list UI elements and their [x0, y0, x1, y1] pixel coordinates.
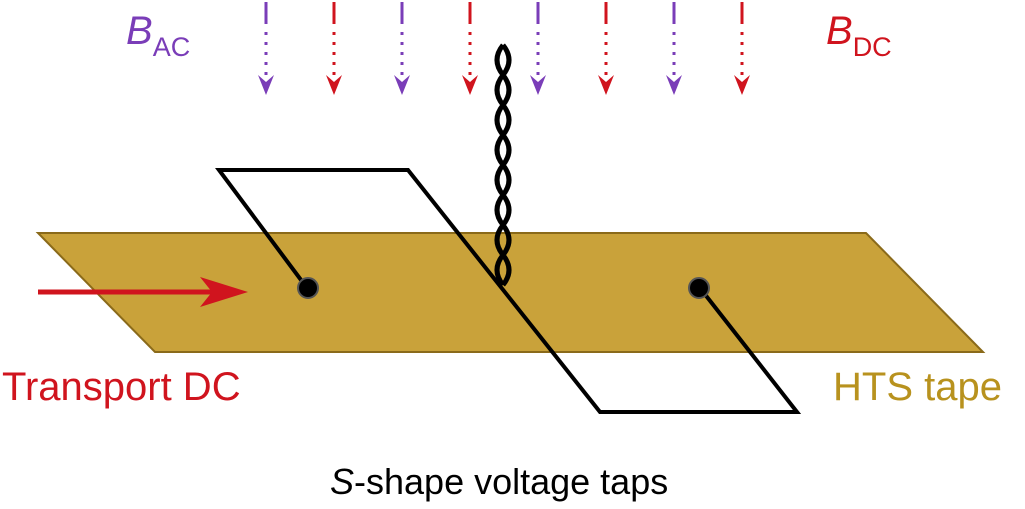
ac-field-arrow — [666, 2, 682, 95]
b-ac-subscript: AC — [153, 32, 191, 62]
dc-field-arrow — [326, 2, 342, 95]
ac-field-arrow — [394, 2, 410, 95]
caption: S-shape voltage taps — [330, 461, 668, 502]
hts-tape-label: HTS tape — [833, 365, 1002, 409]
b-ac-symbol: B — [126, 9, 153, 53]
ac-field-arrow — [530, 2, 546, 95]
caption-rest: -shape voltage taps — [354, 461, 668, 502]
right-contact-point — [688, 277, 710, 299]
dc-field-arrow — [462, 2, 478, 95]
caption-italic: S — [330, 461, 354, 502]
voltage-tap-wire — [215, 168, 802, 414]
b-dc-subscript: DC — [853, 32, 892, 62]
b-dc-symbol: B — [826, 9, 853, 53]
left-contact-point — [297, 277, 319, 299]
twisted-lead — [494, 43, 512, 287]
transport-dc-label: Transport DC — [2, 365, 241, 409]
transport-current-arrow — [38, 277, 248, 307]
ac-field-arrow — [258, 2, 274, 95]
b-dc-label: BDC — [826, 9, 892, 62]
hts-tape — [35, 232, 986, 353]
b-ac-label: BAC — [126, 9, 190, 62]
dc-field-arrow — [734, 2, 750, 95]
dc-field-arrow — [598, 2, 614, 95]
field-arrows-group — [258, 2, 750, 95]
